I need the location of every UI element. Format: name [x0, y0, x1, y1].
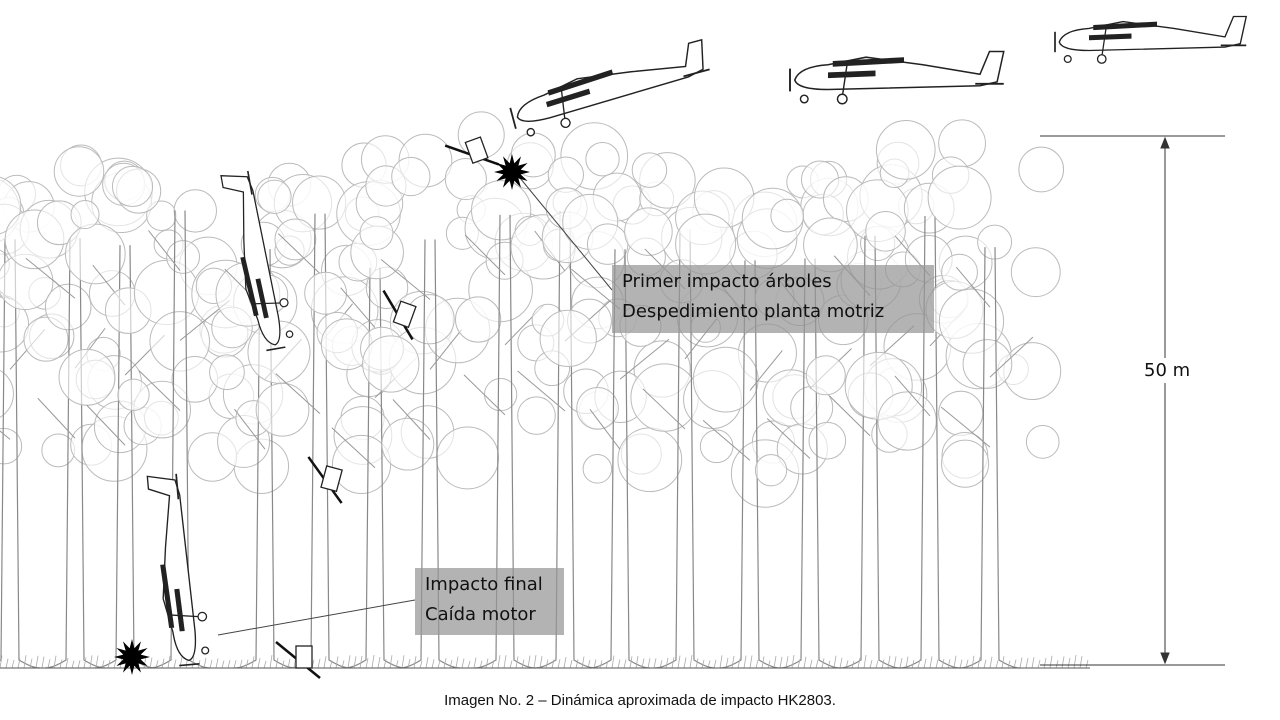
- propeller: [444, 136, 500, 166]
- first-impact-line-1: Primer impacto árboles: [622, 271, 832, 292]
- leader-lines: [217, 177, 613, 636]
- propeller: [382, 289, 417, 341]
- final-impact-line-2: Caída motor: [425, 604, 536, 625]
- tree: [925, 146, 1065, 669]
- scale-label: 50 m: [1140, 358, 1195, 383]
- first-impact-line-2: Despedimiento planta motriz: [622, 301, 885, 322]
- aircraft: [220, 170, 294, 352]
- final-impact-line-1: Impacto final: [425, 574, 543, 595]
- propeller: [307, 456, 343, 504]
- impact-marks: [114, 154, 530, 675]
- crash-dynamics-illustration: [0, 15, 1248, 679]
- impact-star: [114, 639, 150, 675]
- scale-bar: [1040, 135, 1225, 666]
- final-impact-label: Impacto final Caída motor: [415, 568, 564, 635]
- aircraft: [509, 38, 710, 137]
- forest: [0, 111, 1089, 669]
- aircraft: [789, 50, 1005, 105]
- aircraft: [146, 473, 210, 667]
- first-impact-label: Primer impacto árboles Despedimiento pla…: [612, 265, 934, 333]
- impact-star: [494, 154, 530, 190]
- tree: [539, 156, 691, 669]
- propeller: [275, 641, 321, 679]
- figure-caption: Imagen No. 2 – Dinámica aproximada de im…: [444, 692, 836, 709]
- aircraft: [1054, 15, 1248, 64]
- aircraft-sequence: [146, 15, 1248, 679]
